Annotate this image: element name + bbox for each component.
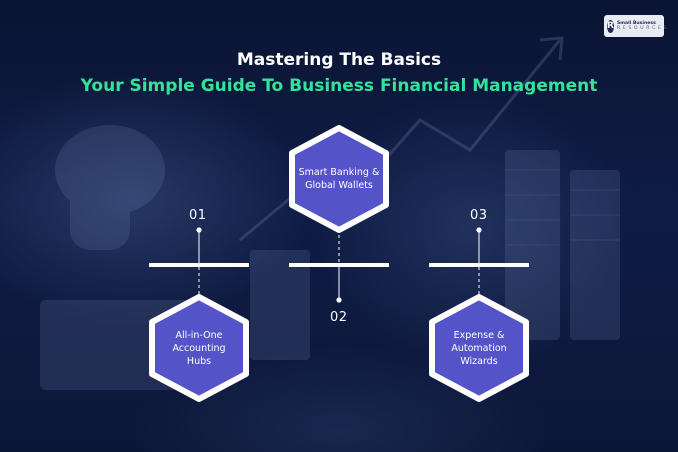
step-3-dot — [476, 227, 482, 233]
step-3-label: Expense & Automation Wizards — [451, 329, 507, 367]
step-3-bar — [429, 263, 529, 267]
logo-text: Small Business R E S O U R C E S — [617, 21, 667, 31]
step-1-number: 01 — [189, 208, 207, 223]
step-2-hexagon — [289, 125, 389, 233]
step-2-number: 02 — [330, 310, 348, 325]
logo-line-1: Small Business — [616, 21, 656, 26]
step-2-dot — [336, 297, 342, 303]
step-3-number: 03 — [470, 208, 488, 223]
page-subtitle: Your Simple Guide To Business Financial … — [80, 76, 598, 96]
step-1-label: All-in-One Accounting Hubs — [172, 329, 226, 367]
step-1-bar — [149, 263, 249, 267]
step-1-hexagon — [149, 294, 249, 402]
step-2-label: Smart Banking & Global Wallets — [298, 167, 380, 191]
brand-logo: R Small Business R E S O U R C E S — [604, 15, 667, 37]
step-3-hexagon — [429, 294, 529, 402]
logo-line-2: R E S O U R C E S — [616, 26, 668, 31]
step-1-dot — [196, 227, 202, 233]
logo-mark-icon: R — [607, 19, 614, 33]
step-2-bar — [289, 263, 389, 267]
page-title: Mastering The Basics — [236, 50, 442, 70]
